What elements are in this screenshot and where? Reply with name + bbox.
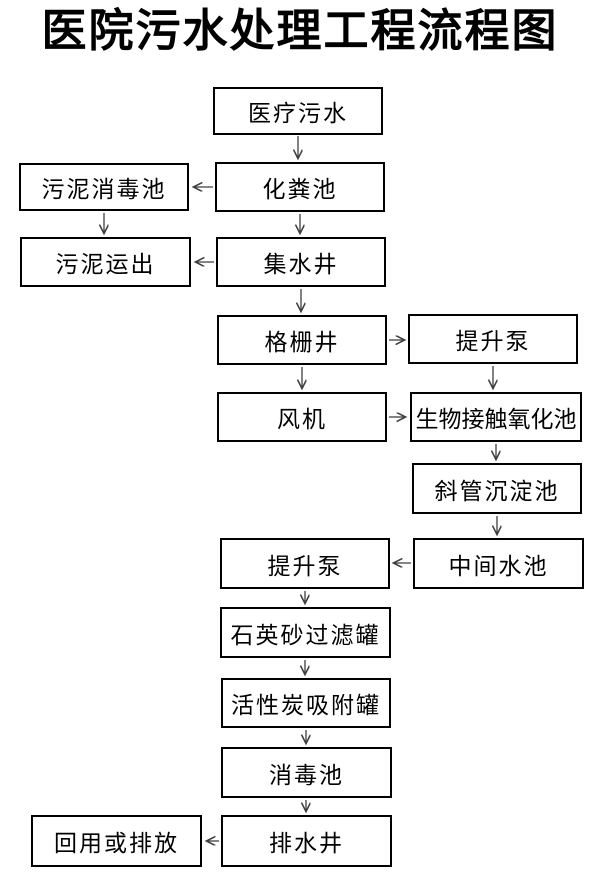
flow-node-disinfection-tank: 消毒池 — [221, 747, 392, 798]
flow-node-intermediate-water-tank: 中间水池 — [413, 538, 584, 589]
flow-node-activated-carbon-adsorption-tank: 活性炭吸附罐 — [221, 678, 391, 728]
flow-node-collecting-well: 集水井 — [216, 237, 386, 287]
flow-node-grate-well: 格栅井 — [217, 315, 387, 365]
flow-node-lift-pump-lower: 提升泵 — [220, 538, 390, 589]
flow-node-medical-sewage: 医疗污水 — [213, 87, 383, 135]
flow-node-quartz-sand-filter-tank: 石英砂过滤罐 — [220, 607, 391, 658]
flow-node-lift-pump-upper: 提升泵 — [408, 314, 578, 364]
flow-node-septic-tank: 化粪池 — [215, 162, 385, 212]
flow-node-inclined-tube-sedimentation-tank: 斜管沉淀池 — [412, 463, 582, 514]
flow-node-fan: 风机 — [217, 392, 387, 442]
flow-node-sludge-disinfection-tank: 污泥消毒池 — [19, 163, 189, 211]
flow-node-reuse-or-discharge: 回用或排放 — [31, 815, 202, 867]
flow-node-bio-contact-oxidation-tank: 生物接触氧化池 — [410, 392, 582, 442]
flow-node-sludge-transport-out: 污泥运出 — [20, 237, 191, 287]
flow-node-drain-well: 排水井 — [221, 815, 392, 867]
page-title: 医院污水处理工程流程图 — [41, 6, 559, 56]
